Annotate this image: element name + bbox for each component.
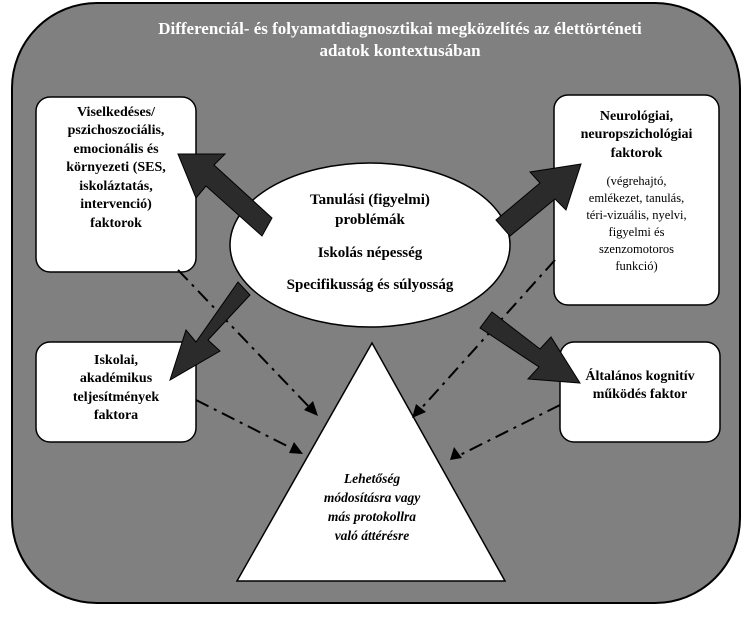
dash-line-right-bottom [457,404,561,457]
dash-dot-connectors [177,259,561,457]
center-ellipse [229,162,511,328]
left-bottom-line-4: faktora [93,408,139,424]
title-line-2: adatok kontextusában [319,41,481,61]
left-top-line-7: faktorok [90,215,142,231]
left-top-line-6: intervenció) [80,197,152,213]
ellipse-line-3: Iskolás népesség [317,244,423,261]
dash-line-right-top [417,259,556,413]
right-bottom-line-2: működés faktor [592,387,688,403]
dash-arrowheads [289,401,462,460]
arrow-to-left-top [177,153,273,237]
right-bottom-line-1: Általános kognitív [585,369,695,384]
right-top-details: (végrehajtó, emlékezet, tanulás, téri-vi… [558,173,715,274]
triangle-line-1: Lehetőség [343,471,401,486]
dash-line-left-top [177,269,313,411]
right-top-title-line-1: Neurológiai, [599,109,674,124]
right-top-detail-4: figyelmi és [608,225,665,240]
left-top-line-1: Viselkedéses/ [76,105,156,120]
left-top-line-5: iskoláztatás, [79,178,153,194]
right-top-detail-6: funkció) [615,258,658,273]
right-top-detail-3: téri-vizuális, nyelvi, [586,208,687,223]
right-top-detail-2: emlékezet, tanulás, [588,191,685,206]
left-top-line-3: emocionális és [73,141,159,157]
dash-line-left-bottom [195,399,296,451]
right-top-title-line-2: neuropszichológiai [580,127,693,143]
left-top-box-text: Viselkedéses/ pszichoszociális, emocioná… [40,104,192,233]
right-top-box-text: Neurológiai, neuropszichológiai faktorok… [558,108,715,275]
ellipse-line-4: Specifikusság és súlyosság [286,276,454,293]
arrowhead-right-bottom [450,447,462,460]
left-bottom-line-1: Iskolai, [94,353,138,368]
left-bottom-box-text: Iskolai, akadémikus teljesítmények fakto… [40,352,192,426]
arrowhead-left-top [304,401,318,416]
left-top-line-2: pszichoszociális, [67,123,165,139]
ellipse-line-1: Tanulási (figyelmi) [310,192,430,208]
left-bottom-line-3: teljesítmények [72,389,160,405]
left-top-line-4: környezeti (SES, [66,160,166,176]
right-bottom-box [559,341,721,443]
triangle-line-3: más protokollra [327,508,417,524]
central-triangle [235,341,507,582]
triangle-text: Lehetőség módosításra vagy más protokoll… [292,470,452,546]
arrow-to-right-top [495,163,582,237]
triangle-line-2: módosításra vagy [323,489,421,505]
diagram-title: Differenciál- és folyamatdiagnosztikai m… [80,18,720,62]
right-top-detail-1: (végrehajtó, [606,174,667,189]
arrowhead-right-top [412,404,426,418]
right-top-title-line-3: faktorok [610,145,663,161]
block-arrows [169,153,582,384]
triangle-line-4: való áttérésre [334,527,410,543]
arrowhead-left-bottom [289,442,303,454]
title-line-1: Differenciál- és folyamatdiagnosztikai m… [158,19,642,38]
arrow-to-right-bottom [479,311,581,384]
arrow-to-left-bottom [169,281,251,382]
ellipse-line-2: problémák [335,212,405,229]
right-top-detail-5: szenzomotoros [599,241,674,256]
right-bottom-box-text: Általános kognitív működés faktor [562,368,718,405]
left-bottom-box [35,341,197,443]
left-bottom-line-2: akadémikus [79,371,153,387]
center-ellipse-text: Tanulási (figyelmi) problémák Iskolás né… [250,190,490,295]
